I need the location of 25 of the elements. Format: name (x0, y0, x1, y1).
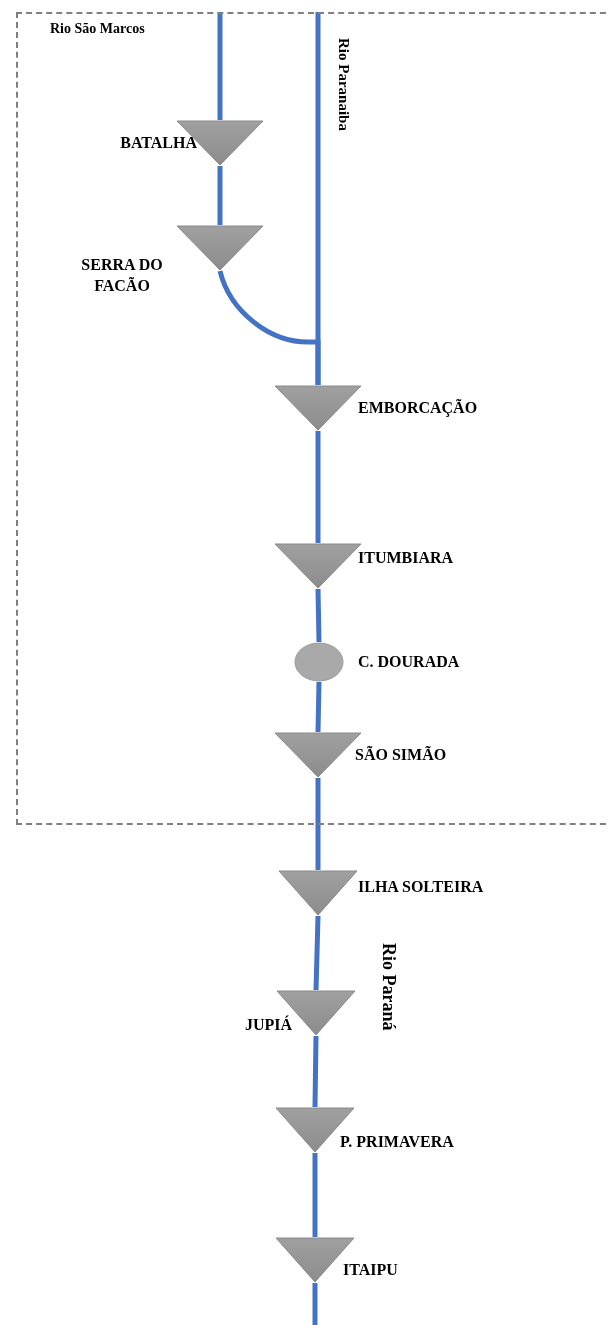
river-name: Rio Paraná (378, 943, 400, 1031)
dam-name: ITAIPU (343, 1260, 398, 1281)
dam-name: ITUMBIARA (358, 548, 454, 569)
dam-name: SÃO SIMÃO (355, 745, 447, 766)
river-line (312, 1283, 318, 1325)
river-name: Rio São Marcos (50, 20, 145, 38)
dam-name: P. PRIMAVERA (340, 1132, 454, 1153)
river-line (315, 778, 321, 870)
river-line (315, 681, 322, 733)
river-line (315, 12, 321, 385)
river-line (217, 12, 223, 120)
river-name: Rio Paranaiba (334, 38, 353, 131)
dam-name: SERRA DO FACÃO (80, 255, 164, 296)
river-line (312, 1153, 318, 1237)
dam-name: BATALHA (120, 133, 197, 154)
dam-name: JUPIÁ (244, 1014, 292, 1036)
river-line (312, 1035, 319, 1108)
river-line (315, 588, 322, 643)
dashed-region-box (16, 12, 608, 825)
river-line (313, 915, 321, 991)
river-line (315, 431, 321, 543)
dam-name: C. DOURADA (358, 652, 460, 673)
river-line (217, 166, 223, 225)
dam-name: ILHA SOLTEIRA (358, 877, 484, 898)
dam-name: EMBORCAÇÃO (358, 398, 478, 419)
